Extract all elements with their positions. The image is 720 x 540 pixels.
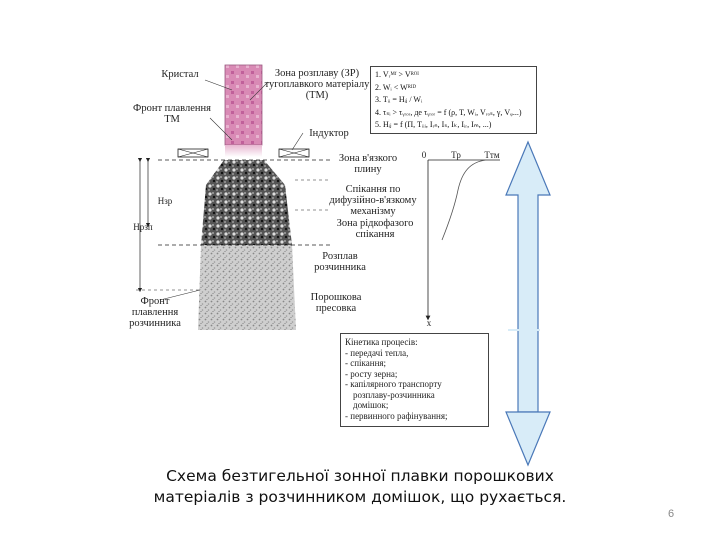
sintered-region [201, 160, 292, 245]
inductor-right [278, 148, 310, 158]
axis-label-tp: Тр [451, 150, 461, 160]
kinetics-item: розплаву-розчинника [353, 389, 435, 400]
label-powder-preform-text: Порошкова пресовка [310, 292, 362, 314]
label-melt-front: Фронт плавлення ТМ [132, 103, 212, 125]
axis-label-ttm: Ттм [484, 150, 500, 160]
inductor-left [177, 148, 209, 158]
kinetics-title: Кінетика процесів: [345, 337, 418, 347]
caption-line-2: матеріалів з розчинником домішок, що рух… [153, 488, 567, 506]
label-viscous-zone-text: Зона в'язкого плину [338, 153, 398, 175]
label-solvent-melt-text: Розплав розчинника [314, 251, 366, 273]
page-number: 6 [668, 508, 675, 520]
temperature-curve [441, 159, 487, 241]
slide-caption: Схема безтигельної зонної плавки порошко… [100, 466, 620, 508]
label-inductor: Індуктор [309, 128, 349, 139]
melt-zone [225, 145, 262, 157]
formula-2: 2. Wᵢ < Wᴿᴵᴰ [375, 82, 416, 92]
formula-5: 5. Hᵢⱼ = f (Π, Tᵢᵢᵢ, Iᵣₙ, Iₛ, Iₖ, Iᵢᵣ, I… [375, 120, 492, 129]
powder-region [198, 245, 296, 330]
kinetics-item: домішок; [353, 400, 389, 410]
label-solvent-melt: Розплав розчинника [300, 251, 380, 273]
label-sintering-diffusion-text: Спікання по дифузійно-в'язкому механізму [329, 184, 417, 217]
kinetics-item: - росту зерна; [345, 368, 398, 379]
axis-label-zero: 0 [421, 150, 427, 160]
kinetics-item: - капілярного транспорту [345, 379, 442, 389]
label-viscous-zone: Зона в'язкого плину [328, 153, 408, 175]
formula-1: 1. Vᵣᴹᶠ > Vᴿᴼᴵ [375, 70, 419, 79]
label-melt-zone-text: Зона розплаву (ЗР) тугоплавкого матеріал… [264, 68, 370, 101]
label-melt-zone: Зона розплаву (ЗР) тугоплавкого матеріал… [262, 68, 372, 101]
label-solvent-front: Фронт плавлення розчинника [118, 296, 192, 329]
movement-double-arrow [505, 140, 551, 413]
label-h-liq: Нрзп [133, 222, 153, 232]
label-solvent-front-text: Фронт плавлення розчинника [129, 296, 181, 329]
formula-4: 4. τₛᵢ > τᵧᵣₒᵣ, де τᵧᵣₒᵣ = f (ρ, T, Wᵢ, … [375, 107, 522, 117]
crystal-rod [224, 64, 263, 146]
label-powder-preform: Порошкова пресовка [300, 292, 372, 314]
formula-3: 3. Tᵢᵢ = Hᵢⱼ / Wᵢ [375, 95, 423, 104]
label-melt-front-text: Фронт плавлення ТМ [133, 103, 211, 125]
kinetics-box: Кінетика процесів: - передачі тепла, - с… [340, 333, 489, 427]
caption-line-1: Схема безтигельної зонної плавки порошко… [166, 467, 554, 485]
label-liquid-phase-zone-text: Зона рідкофазого спікання [336, 218, 414, 240]
label-crystal: Кристал [161, 69, 199, 80]
kinetics-item: - спікання; [345, 358, 387, 368]
label-sintering-diffusion: Спікання по дифузійно-в'язкому механізму [322, 184, 424, 217]
label-h-zr: Нзр [157, 196, 173, 206]
label-liquid-phase-zone: Зона рідкофазого спікання [325, 218, 425, 240]
kinetics-item: - передачі тепла, [345, 347, 409, 358]
formulas-box: 1. Vᵣᴹᶠ > Vᴿᴼᴵ 2. Wᵢ < Wᴿᴵᴰ 3. Tᵢᵢ = Hᵢⱼ… [370, 66, 537, 134]
kinetics-item: - первинного рафінування; [345, 410, 448, 421]
axis-label-x: x [426, 318, 432, 328]
